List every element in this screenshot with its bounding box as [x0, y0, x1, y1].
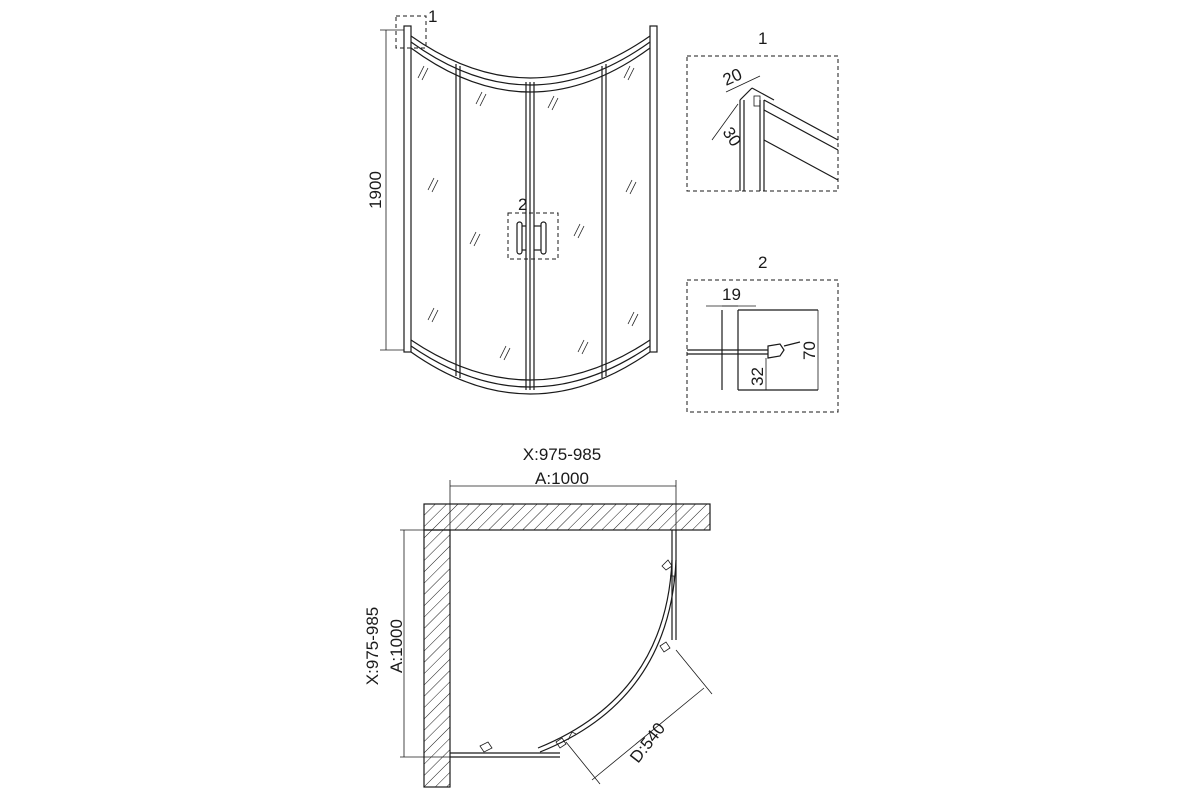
detail1-title: 1: [758, 29, 767, 48]
detail1: 1 20 30: [686, 29, 839, 192]
detail1-marker-box: [395, 15, 427, 49]
plan-door-label: D:540: [626, 719, 669, 766]
height-label: 1900: [366, 171, 385, 209]
detail2-dim-b: 70: [800, 341, 819, 360]
detail1-marker-label: 1: [428, 7, 437, 26]
glass-reflections: [417, 65, 639, 361]
detail1-dim-b: 30: [719, 124, 745, 150]
detail2-title: 2: [758, 253, 767, 272]
top-rail: [410, 35, 651, 79]
top-wall: [423, 503, 711, 531]
detail2-marker-box: [507, 212, 559, 260]
plan-x-range-left: X:975-985: [363, 607, 382, 685]
detail2-dim-a: 19: [722, 285, 741, 304]
detail2: 2 19 70 32: [686, 253, 839, 413]
detail2-frame: [686, 279, 839, 413]
plan-a-left: A:1000: [387, 619, 406, 673]
detail1-dim-a: 20: [720, 65, 745, 90]
detail1-frame: [686, 55, 839, 192]
right-post: [649, 25, 658, 353]
door-curve: [539, 559, 677, 753]
plan-x-range-top: X:975-985: [523, 445, 601, 464]
detail2-dim-c: 32: [748, 367, 767, 386]
detail2-marker-label: 2: [518, 195, 527, 214]
left-wall: [423, 529, 451, 788]
handles: [516, 221, 547, 255]
hinges: [479, 559, 675, 753]
front-view: 1900: [366, 7, 658, 395]
plan-a-top: A:1000: [535, 469, 589, 488]
height-dimension: 1900: [366, 29, 404, 351]
plan-view: X:975-985 A:1000 X:975-985 A:1000: [363, 445, 713, 788]
left-post: [403, 25, 412, 353]
